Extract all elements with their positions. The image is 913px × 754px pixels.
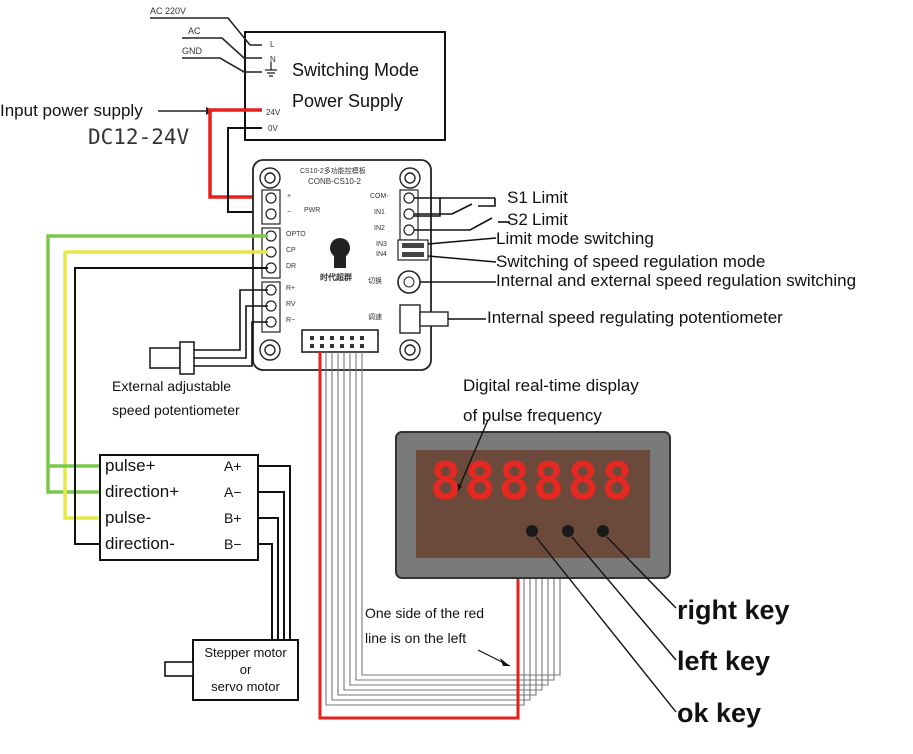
pin-in2: IN2 (374, 225, 385, 232)
pin-in3: IN3 (376, 241, 387, 248)
pin-com: COM- (370, 193, 389, 200)
display-callout-line1: Digital real-time display (463, 376, 639, 395)
pin-in4: IN4 (376, 251, 387, 258)
pin-cp: CP (286, 247, 296, 254)
display-callout-line2: of pulse frequency (463, 406, 602, 425)
pin-rminus: R− (286, 317, 296, 324)
motor-wires (258, 465, 291, 640)
dip-switch-2 (402, 252, 424, 257)
s1-label: S1 (507, 188, 528, 207)
dip-switch-1 (402, 243, 424, 248)
display-screen (416, 450, 650, 558)
right-key-button[interactable] (597, 525, 609, 537)
motor-line2: or (239, 662, 252, 677)
limit-mode-callout: Limit mode switching (496, 229, 654, 248)
display-leader (454, 419, 489, 494)
pin-l-label: L (270, 40, 275, 49)
segment-digits: 888888 (430, 452, 636, 512)
dc-positive-wire (208, 108, 268, 199)
input-power-arrow (158, 107, 214, 115)
ribbon-red-line (318, 352, 520, 720)
dc-negative-wire (227, 127, 268, 213)
ac-label: AC (188, 26, 201, 36)
pin-rv: RV (286, 301, 296, 308)
internal-pot-shaft (419, 311, 449, 327)
gnd-label: GND (182, 46, 202, 56)
ext-pot-callout-line1: External adjustable (112, 378, 232, 394)
red-line-note-1: One side of the red (365, 605, 485, 621)
yellow-wire (63, 250, 268, 520)
key-leaders (535, 536, 677, 713)
external-pot (149, 289, 268, 375)
switch-cn-label: 切换 (368, 278, 382, 285)
motor-line1: Stepper motor (204, 645, 287, 660)
internal-pot-body (399, 304, 421, 334)
driver-direction-plus: direction+ (105, 482, 180, 501)
speed-mode-callout: Switching of speed regulation mode (496, 252, 766, 271)
driver-direction-minus: direction- (105, 534, 175, 553)
driver-a-plus: A+ (224, 458, 242, 474)
pin-opto: OPTO (286, 231, 306, 238)
driver-b-plus: B+ (224, 510, 242, 526)
ext-pot-callout-line2: speed potentiometer (112, 402, 240, 418)
pin-24v-label: 24V (266, 108, 281, 117)
pin-in1: IN1 (374, 209, 385, 216)
ribbon-connector-pins (310, 336, 364, 348)
speed-switch-center (403, 276, 415, 288)
psu-title-line1: Switching Mode (292, 60, 420, 80)
pin-plus: + (287, 193, 292, 200)
pwr-label: PWR (304, 207, 321, 214)
brand-cn-label: 时代超群 (320, 273, 352, 282)
voltage-label: DC12-24V (88, 125, 190, 149)
right-key-label: right key (677, 595, 790, 625)
pin-minus: − (287, 209, 292, 216)
pot-cn-label: 调速 (368, 314, 382, 321)
dir-minus-wire (74, 267, 268, 545)
input-power-label: Input power supply (0, 101, 143, 120)
module-title-cn: CS10-2多功能控模板 (300, 168, 366, 175)
left-terminals (261, 189, 281, 333)
driver-a-minus: A− (224, 484, 242, 500)
power-supply-box (244, 31, 446, 141)
s2-limit-label: Limit (532, 210, 568, 229)
limit-switch-wires (414, 197, 510, 231)
motor-shaft (164, 661, 194, 677)
driver-pulse-plus: pulse+ (105, 456, 156, 475)
red-line-note-2: line is on the left (365, 630, 467, 646)
int-ext-callout: Internal and external speed regulation s… (496, 271, 857, 290)
pin-rplus: R+ (286, 285, 296, 292)
ac-input-wires (150, 17, 262, 73)
s1-limit-label: Limit (532, 188, 568, 207)
ribbon-cable (325, 352, 561, 706)
driver-pulse-minus: pulse- (105, 508, 152, 527)
left-key-label: left key (677, 646, 771, 676)
brand-logo (330, 238, 350, 268)
display-keys (526, 525, 609, 537)
pin-dr: DR (286, 263, 297, 270)
pin-0v-label: 0V (268, 124, 278, 133)
int-pot-callout: Internal speed regulating potentiometer (487, 308, 783, 327)
driver-box (99, 454, 259, 561)
ok-key-label: ok key (677, 698, 762, 728)
ok-key-button[interactable] (526, 525, 538, 537)
ribbon-connector (301, 329, 379, 353)
pin-n-label: N (270, 55, 276, 64)
red-line-arrow (477, 649, 511, 667)
ac220-label: AC 220V (150, 6, 187, 16)
callout-leaders (420, 237, 497, 320)
mounting-holes (259, 167, 421, 361)
ground-symbol (265, 62, 277, 77)
motor-line3: servo motor (211, 679, 280, 694)
s2-label: S2 (507, 210, 528, 229)
module-model: CONB-CS10-2 (308, 177, 361, 186)
driver-b-minus: B− (224, 536, 242, 552)
psu-title-line2: Power Supply (292, 91, 404, 111)
left-key-button[interactable] (562, 525, 574, 537)
